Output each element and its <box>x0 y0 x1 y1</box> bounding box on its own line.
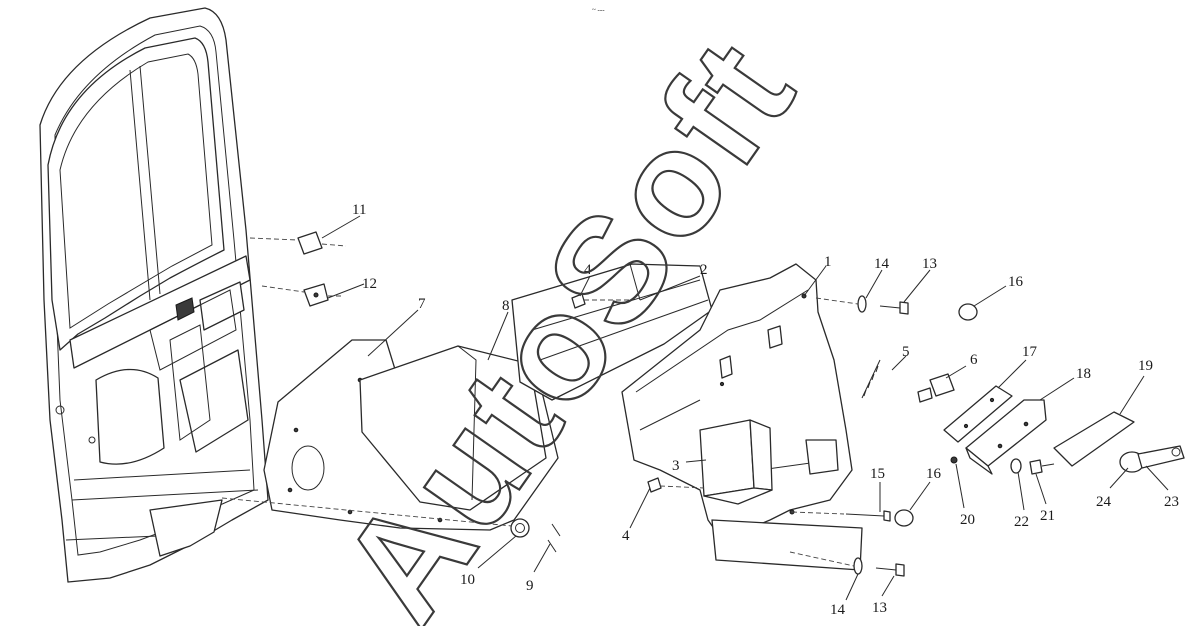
part-22-washer <box>1010 458 1022 474</box>
callout-19: 19 <box>1138 358 1153 374</box>
callout-13-upper: 13 <box>922 256 937 272</box>
part-21-screw <box>1029 459 1055 475</box>
part-1-inner-trim-panel <box>621 263 863 571</box>
callout-13-lower: 13 <box>872 600 887 616</box>
part-17-bezel-plate <box>943 385 1013 443</box>
callout-4-upper: 4 <box>584 262 592 278</box>
part-16-cap-lower <box>894 509 914 527</box>
callout-16-lower: 16 <box>926 466 942 482</box>
part-14-washer-lower <box>789 551 863 575</box>
part-13-screw-lower <box>875 563 905 577</box>
part-11-clip <box>249 231 347 255</box>
callout-20: 20 <box>960 512 975 528</box>
callout-15: 15 <box>870 466 885 482</box>
callout-17: 17 <box>1022 344 1038 360</box>
part-15-screw <box>791 510 891 522</box>
callout-7: 7 <box>418 296 426 312</box>
callout-3: 3 <box>672 458 680 474</box>
door-frame <box>39 7 269 583</box>
part-5-spring <box>861 359 881 399</box>
part-16-cap-upper <box>958 303 978 321</box>
part-2-bracket-rail <box>511 263 713 401</box>
header-caption: ~ --- <box>592 6 605 14</box>
callout-16-upper: 16 <box>1008 274 1024 290</box>
callout-1: 1 <box>824 254 832 270</box>
part-10-grommet <box>221 497 530 538</box>
part-18-handle-bracket <box>965 399 1047 475</box>
leader-lines <box>321 215 1169 601</box>
callout-14-lower: 14 <box>830 602 846 618</box>
callout-2: 2 <box>700 262 708 278</box>
part-14-washer-upper <box>815 295 867 313</box>
callout-6: 6 <box>970 352 978 368</box>
part-20-nut <box>950 456 958 464</box>
part-6-lock-knob <box>917 373 955 403</box>
part-4-clip-upper <box>571 293 630 309</box>
callout-22: 22 <box>1014 514 1029 530</box>
callout-4-lower: 4 <box>622 528 630 544</box>
callout-labels: 1 2 3 4 4 5 6 7 8 9 10 11 12 13 13 14 14… <box>352 202 1179 618</box>
part-12-nut-plate <box>261 283 344 307</box>
callout-18: 18 <box>1076 366 1091 382</box>
part-8-insulation-sheet <box>359 345 547 511</box>
callout-10: 10 <box>460 572 475 588</box>
part-3-storage-pocket <box>699 419 773 505</box>
callout-8: 8 <box>502 298 510 314</box>
part-9-screw <box>547 523 561 553</box>
part-23-24-window-crank <box>1119 445 1185 473</box>
callout-24: 24 <box>1096 494 1112 510</box>
part-19-pull-grip <box>1053 411 1135 467</box>
callout-5: 5 <box>902 344 910 360</box>
part-13-screw-upper <box>879 301 909 315</box>
callout-21: 21 <box>1040 508 1055 524</box>
callout-11: 11 <box>352 202 366 218</box>
callout-12: 12 <box>362 276 377 292</box>
callout-14-upper: 14 <box>874 256 890 272</box>
callout-9: 9 <box>526 578 534 594</box>
callout-23: 23 <box>1164 494 1179 510</box>
